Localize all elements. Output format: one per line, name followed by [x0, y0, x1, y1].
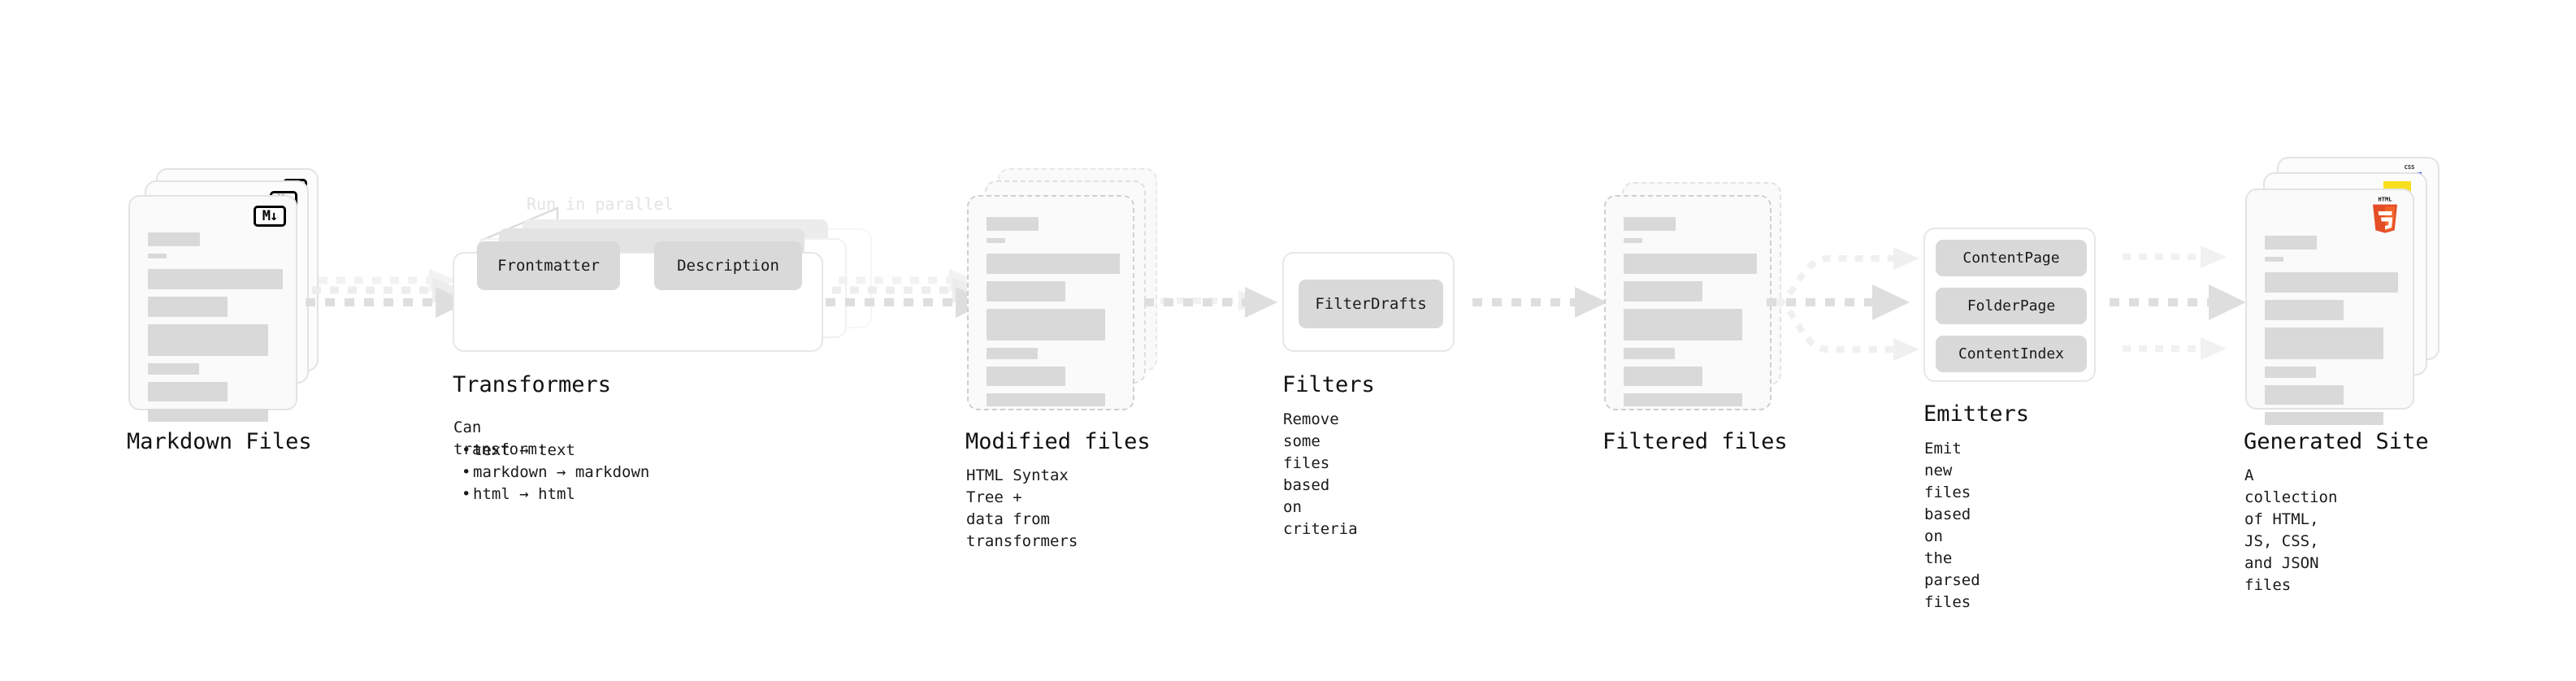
- filtered-card-front: [1604, 195, 1772, 410]
- modified-files-title: Modified files: [965, 429, 1151, 454]
- emitters-title: Emitters: [1923, 401, 2030, 427]
- site-card-skeleton: [2265, 236, 2398, 432]
- filters-title: Filters: [1282, 372, 1375, 397]
- emitters-pill-contentpage[interactable]: ContentPage: [1936, 240, 2087, 276]
- modified-card-skeleton: [987, 217, 1120, 414]
- modified-card-front: [967, 195, 1134, 410]
- filtered-card-skeleton: [1624, 217, 1757, 414]
- filters-box: FilterDrafts: [1282, 252, 1455, 352]
- transformers-bullet-1: markdown → markdown: [460, 462, 649, 484]
- arrow-filtered-to-emitters: [1767, 247, 1919, 361]
- arrow-markdown-to-transformers: [306, 269, 468, 318]
- markdown-icon: M↓: [254, 206, 286, 227]
- filters-subtitle: Remove some files based on criteria: [1283, 410, 1358, 538]
- transformers-bullet-2: html → html: [460, 484, 649, 505]
- html5-icon: HTML: [2373, 196, 2397, 233]
- transformer-pill-frontmatter[interactable]: Frontmatter: [477, 241, 620, 290]
- transformers-bullet-0: text → text: [460, 440, 649, 462]
- markdown-card-skeleton: [148, 232, 283, 429]
- markdown-card-front: M↓: [128, 195, 297, 422]
- markdown-files-title: Markdown Files: [127, 429, 312, 454]
- emitters-box: ContentPage FolderPage ContentIndex: [1923, 228, 2096, 382]
- emitters-pill-contentindex[interactable]: ContentIndex: [1936, 336, 2087, 372]
- arrow-filters-to-filtered: [1472, 287, 1607, 318]
- transformer-box-front: Frontmatter Description: [453, 241, 823, 352]
- arrow-emitters-to-site: [2110, 245, 2246, 360]
- transformers-bullet-list: text → text markdown → markdown html → h…: [460, 440, 649, 505]
- run-in-parallel-label: Run in parallel: [527, 194, 674, 214]
- svg-text:HTML: HTML: [2378, 196, 2392, 203]
- transformer-pill-description[interactable]: Description: [654, 241, 802, 290]
- emitters-pill-folderpage[interactable]: FolderPage: [1936, 288, 2087, 324]
- filtered-files-title: Filtered files: [1602, 429, 1788, 454]
- arrow-modified-to-filters: [1144, 287, 1277, 318]
- generated-site-subtitle: A collection of HTML, JS, CSS, and JSON …: [2244, 466, 2338, 594]
- filters-pill-filterdrafts[interactable]: FilterDrafts: [1299, 280, 1443, 328]
- transformers-title: Transformers: [453, 372, 612, 397]
- site-card-front: HTML: [2245, 189, 2414, 425]
- generated-site-title: Generated Site: [2244, 429, 2429, 454]
- modified-files-subtitle: HTML Syntax Tree + data from transformer…: [966, 466, 1078, 550]
- emitters-subtitle: Emit new files based on the parsed files: [1924, 440, 1980, 611]
